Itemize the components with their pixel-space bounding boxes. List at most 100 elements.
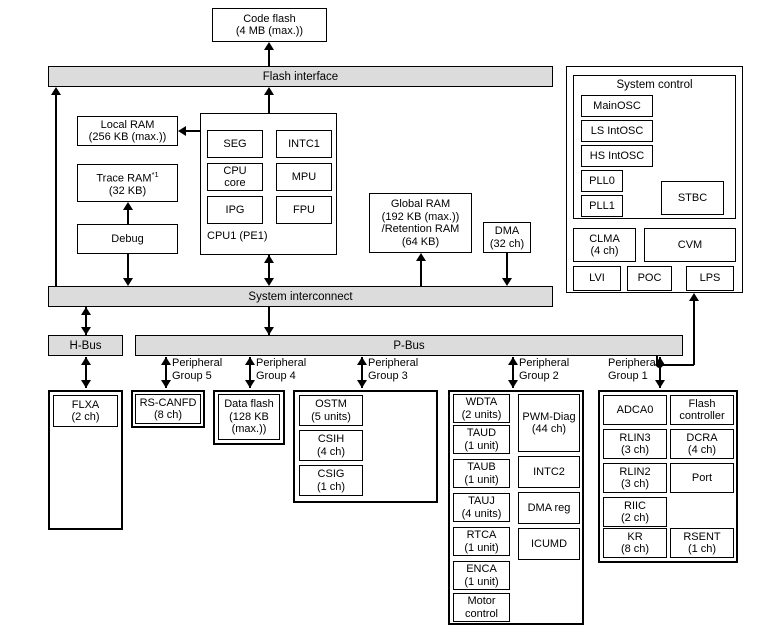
system-interconnect-bus: System interconnect xyxy=(48,286,553,307)
cpu-block-seg: SEG xyxy=(207,130,263,158)
system-control-mainosc: MainOSC xyxy=(581,95,653,117)
rs-canfd-block: RS-CANFD (8 ch) xyxy=(135,394,201,424)
group1-item-riic: RIIC (2 ch) xyxy=(603,497,667,527)
group3-item-ostm: OSTM (5 units) xyxy=(299,395,363,426)
peripheral-group-5-label: Peripheral Group 5 xyxy=(172,357,223,382)
code-flash-block: Code flash (4 MB (max.)) xyxy=(212,8,327,42)
group2-item-pwm-diag: PWM-Diag (44 ch) xyxy=(518,394,580,452)
system-control-clma: CLMA (4 ch) xyxy=(573,228,636,262)
pbus-group4-line xyxy=(249,357,251,388)
trace-ram-block: Trace RAM*1(32 KB) xyxy=(77,164,178,202)
cpu-localram-line xyxy=(186,130,201,132)
system-control-cvm: CVM xyxy=(644,228,736,262)
debug-interconnect-line xyxy=(127,254,129,278)
cpu-localram-arrow-left xyxy=(178,126,186,136)
cpu-flash-arrow-up xyxy=(264,87,274,95)
group1-item-kr: KR (8 ch) xyxy=(603,528,667,558)
group5-arrow-up xyxy=(161,357,171,365)
peripheral-group-2-label: Peripheral Group 2 xyxy=(519,357,570,382)
debug-interconnect-arrow-down xyxy=(123,278,133,286)
group2-item-icumd: ICUMD xyxy=(518,528,580,560)
group2-item-enca: ENCA (1 unit) xyxy=(453,561,510,590)
group2-item-tauj: TAUJ (4 units) xyxy=(453,493,510,522)
group4-arrow-up xyxy=(245,357,255,365)
code-flash-arrow-up xyxy=(264,42,274,50)
cpu-interconnect-arrow-up xyxy=(264,255,274,263)
local-ram-block: Local RAM (256 KB (max.)) xyxy=(77,116,178,146)
peripheral-group-4-label: Peripheral Group 4 xyxy=(256,357,307,382)
cpu-block-mpu: MPU xyxy=(276,163,332,191)
p-bus: P-Bus xyxy=(135,335,683,356)
group1-arrow-down xyxy=(655,380,665,388)
system-control-lvi: LVI xyxy=(573,266,621,291)
peripheral-group-1-label: Peripheral Group 1 xyxy=(608,357,659,382)
group2-arrow-up xyxy=(508,357,518,365)
global-ram-arrow-up xyxy=(416,253,426,261)
group4-arrow-down xyxy=(245,380,255,388)
group3-arrow-down xyxy=(357,380,367,388)
cpu-flash-connector-line xyxy=(268,94,270,113)
pbus-group2-line xyxy=(512,357,514,388)
group1-item-adca0: ADCA0 xyxy=(603,395,667,425)
global-ram-block: Global RAM (192 KB (max.)) /Retention RA… xyxy=(369,193,472,253)
trace-ram-text: Trace RAM*1(32 KB) xyxy=(96,169,159,197)
pbus-group3-line xyxy=(361,357,363,388)
group1-item-rlin2: RLIN2 (3 ch) xyxy=(603,463,667,493)
data-flash-block: Data flash (128 KB (max.)) xyxy=(218,394,280,440)
group1-item-dcra: DCRA (4 ch) xyxy=(670,429,734,459)
system-control-junction-hline xyxy=(656,364,694,366)
flash-interface-bus: Flash interface xyxy=(48,66,553,87)
system-control-poc: POC xyxy=(627,266,672,291)
system-control-ls-intosc: LS IntOSC xyxy=(581,120,653,142)
system-control-pll0: PLL0 xyxy=(581,170,623,192)
group2-item-intc2: INTC2 xyxy=(518,456,580,488)
interconnect-hbus-line xyxy=(85,307,87,335)
group2-arrow-down xyxy=(508,380,518,388)
debug-trace-arrow-up xyxy=(123,202,133,210)
system-control-title: System control xyxy=(616,79,693,91)
interconnect-pbus-arrow-down xyxy=(264,327,274,335)
system-control-hs-intosc: HS IntOSC xyxy=(581,145,653,167)
pbus-group5-line xyxy=(165,357,167,388)
cpu-interconnect-arrow-down xyxy=(264,278,274,286)
cpu-interconnect-line xyxy=(268,255,270,280)
cpu1-label: CPU1 (PE1) xyxy=(207,230,268,242)
dma-interconnect-line xyxy=(506,253,508,278)
group1-junction-dot xyxy=(656,361,663,368)
left-bus-arrow-up xyxy=(51,87,61,95)
cpu-block-ipg: IPG xyxy=(207,196,263,224)
system-control-lps: LPS xyxy=(686,266,734,291)
interconnect-hbus-arrow-down xyxy=(81,327,91,335)
group3-item-csih: CSIH (4 ch) xyxy=(299,430,363,461)
peripheral-group-3-label: Peripheral Group 3 xyxy=(368,357,419,382)
pbus-group1-line xyxy=(659,357,661,388)
interconnect-hbus-arrow-up xyxy=(81,307,91,315)
group2-item-dma-reg: DMA reg xyxy=(518,492,580,524)
group2-item-wdta: WDTA (2 units) xyxy=(453,394,510,423)
dma-block: DMA (32 ch) xyxy=(483,222,531,253)
dma-arrow-down xyxy=(502,278,512,286)
cpu-block-intc1: INTC1 xyxy=(276,130,332,158)
system-control-down-line xyxy=(693,300,695,365)
h-bus: H-Bus xyxy=(48,335,123,356)
group2-item-taub: TAUB (1 unit) xyxy=(453,459,510,488)
left-bus-vertical-line xyxy=(55,94,57,286)
hbus-flxa-arrow-up xyxy=(81,357,91,365)
group3-item-csig: CSIG (1 ch) xyxy=(299,465,363,496)
cpu-block-cpu-core: CPU core xyxy=(207,163,263,191)
group1-item-rsent: RSENT (1 ch) xyxy=(670,528,734,558)
hbus-flxa-arrow-down xyxy=(81,380,91,388)
group3-arrow-up xyxy=(357,357,367,365)
cpu-block-fpu: FPU xyxy=(276,196,332,224)
system-control-pll1: PLL1 xyxy=(581,195,623,217)
system-control-arrow-up xyxy=(689,293,699,301)
debug-block: Debug xyxy=(77,224,178,254)
system-control-stbc: STBC xyxy=(661,181,724,215)
group2-item-motor-control: Motor control xyxy=(453,593,510,622)
group5-arrow-down xyxy=(161,380,171,388)
group2-item-taud: TAUD (1 unit) xyxy=(453,425,510,454)
group1-item-port: Port xyxy=(670,463,734,493)
group2-item-rtca: RTCA (1 unit) xyxy=(453,527,510,556)
flxa-block: FLXA (2 ch) xyxy=(53,395,118,427)
